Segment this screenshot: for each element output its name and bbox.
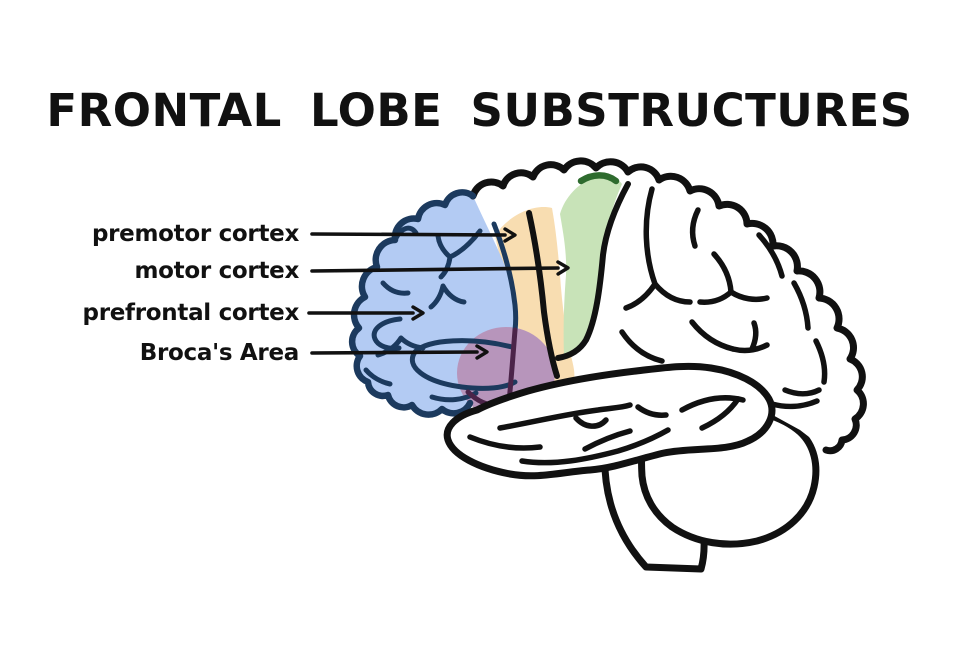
motor-cortex-region bbox=[560, 175, 622, 355]
parietal-sulci bbox=[619, 186, 828, 397]
label-premotor-cortex: premotor cortex bbox=[91, 221, 299, 247]
motor-cortex-arrow bbox=[310, 260, 570, 276]
central-sulcus-lines bbox=[526, 181, 631, 379]
premotor-cortex-region bbox=[495, 207, 575, 392]
cerebrum-outline bbox=[469, 157, 867, 455]
page-title: FRONTAL LOBE SUBSTRUCTURES bbox=[46, 84, 913, 137]
temporal-sulci bbox=[467, 395, 820, 466]
label-broca-area: Broca's Area bbox=[139, 340, 300, 366]
premotor-cortex-arrow bbox=[310, 227, 517, 243]
motor-band-cap-line bbox=[577, 172, 620, 185]
prefrontal-sulci bbox=[363, 221, 519, 403]
prefrontal-outline bbox=[348, 189, 477, 418]
broca-area-arrow bbox=[310, 344, 489, 360]
label-arrows bbox=[307, 227, 570, 360]
label-motor-cortex: motor cortex bbox=[134, 258, 299, 284]
label-prefrontal-cortex: prefrontal cortex bbox=[82, 300, 300, 326]
